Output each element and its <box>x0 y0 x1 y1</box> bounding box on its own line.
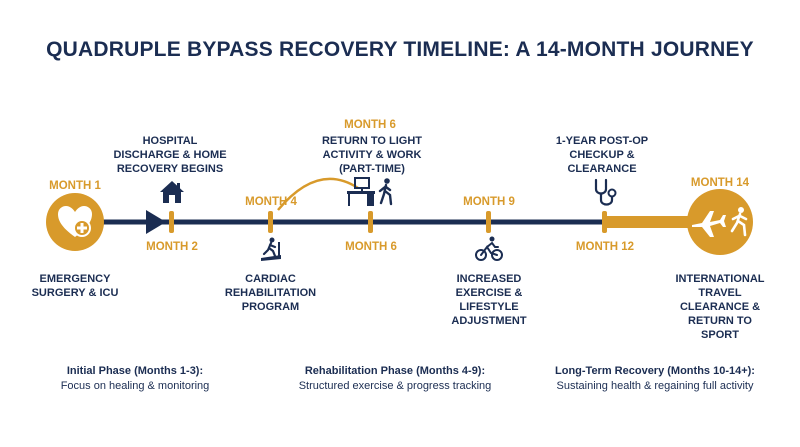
month-label-9: MONTH 9 <box>463 196 515 208</box>
timeline-arrow-icon <box>146 210 166 234</box>
phase-description: Sustaining health & regaining full activ… <box>556 380 754 392</box>
timeline-arc <box>277 177 359 211</box>
phase-rehabilitation: Rehabilitation Phase (Months 4-9): Struc… <box>265 364 525 394</box>
heart-plus-icon <box>58 206 92 237</box>
event-label-month-1: EMERGENCY SURGERY & ICU <box>31 273 119 299</box>
cyclist-icon <box>475 236 503 261</box>
month-label-2: MONTH 2 <box>146 241 198 253</box>
event-label-month-9: INCREASED EXERCISE & LIFESTYLE ADJUSTMEN… <box>451 273 527 327</box>
month-label-12: MONTH 12 <box>575 241 635 253</box>
plane-runner-icon <box>692 207 748 237</box>
house-icon <box>160 181 184 203</box>
event-label-month-4: CARDIAC REHABILITATION PROGRAM <box>224 273 317 313</box>
tick-month-12 <box>602 211 607 233</box>
phase-title: Rehabilitation Phase (Months 4-9): <box>304 365 486 377</box>
event-label-month-12: 1-YEAR POST-OP CHECKUP & CLEARANCE <box>555 135 649 175</box>
treadmill-icon <box>261 237 281 261</box>
tick-month-2 <box>169 211 174 233</box>
desk-walker-icon <box>347 177 393 206</box>
tick-month-9 <box>486 211 491 233</box>
month-label-6-lower: MONTH 6 <box>345 241 397 253</box>
event-label-month-2: HOSPITAL DISCHARGE & HOME RECOVERY BEGIN… <box>113 135 227 175</box>
phase-title: Long-Term Recovery (Months 10-14+): <box>555 365 755 377</box>
tick-month-6 <box>368 211 373 233</box>
tick-month-4 <box>268 211 273 233</box>
phase-long-term: Long-Term Recovery (Months 10-14+): Sust… <box>530 364 780 394</box>
phase-description: Focus on healing & monitoring <box>60 380 210 392</box>
month-label-4: MONTH 4 <box>245 196 297 208</box>
phase-title: Initial Phase (Months 1-3): <box>66 365 204 377</box>
phase-description: Structured exercise & progress tracking <box>298 380 492 392</box>
phase-initial: Initial Phase (Months 1-3): Focus on hea… <box>20 364 250 394</box>
event-label-month-6: RETURN TO LIGHT ACTIVITY & WORK (PART-TI… <box>321 135 422 175</box>
stethoscope-icon <box>594 178 617 206</box>
month-label-1: MONTH 1 <box>49 180 101 192</box>
month-label-6-upper: MONTH 6 <box>344 119 396 131</box>
month-label-14: MONTH 14 <box>690 177 750 189</box>
event-label-month-14: INTERNATIONAL TRAVEL CLEARANCE & RETURN … <box>675 273 765 341</box>
page-title: QUADRUPLE BYPASS RECOVERY TIMELINE: A 14… <box>46 38 754 61</box>
